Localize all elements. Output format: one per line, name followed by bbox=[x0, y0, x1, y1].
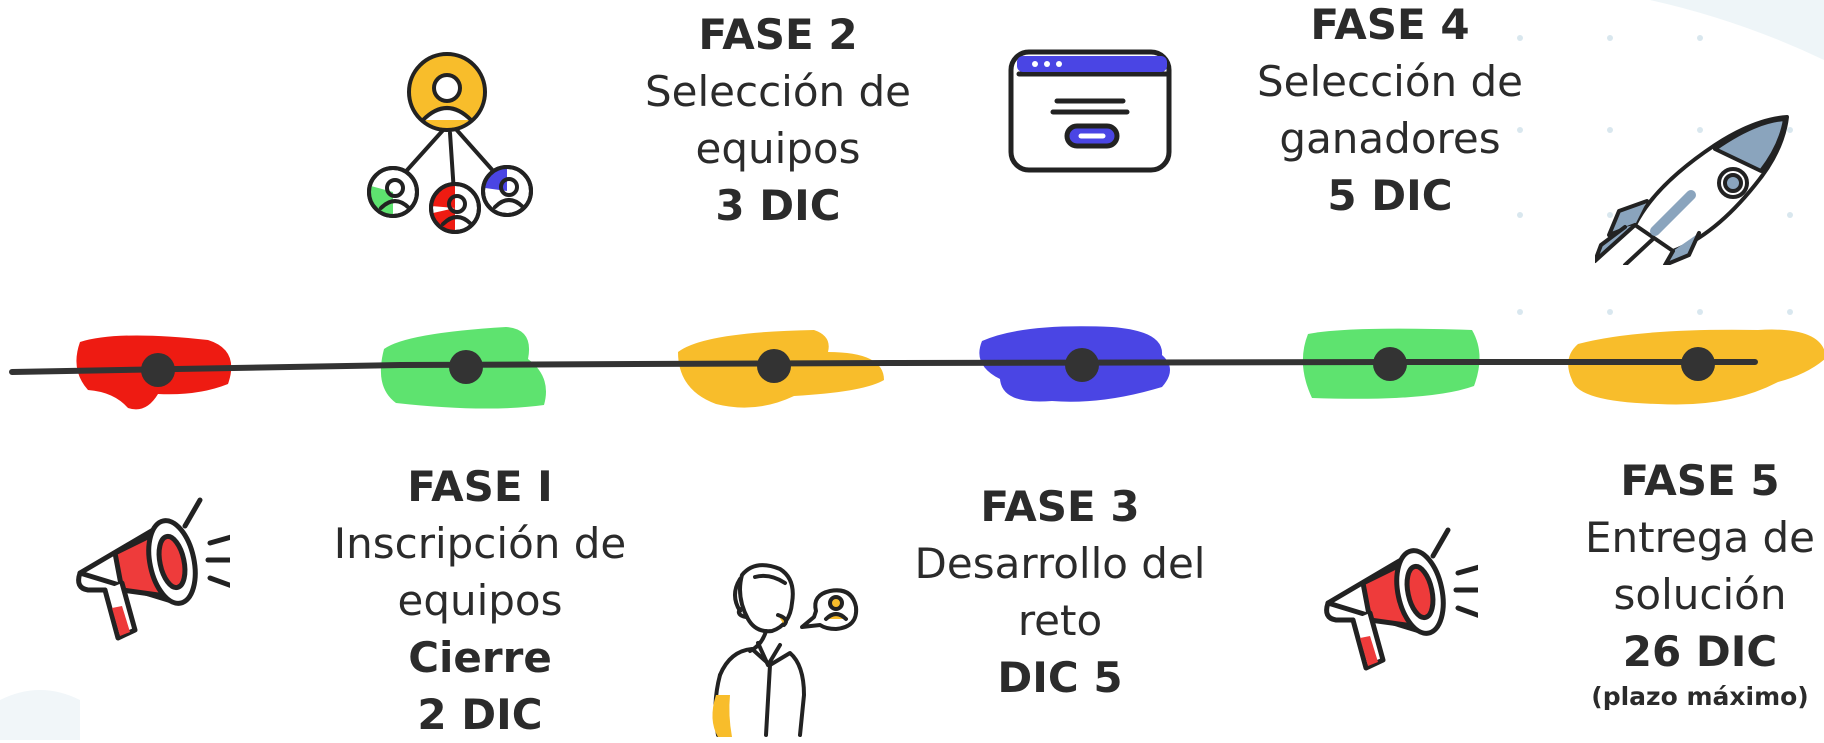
phase-description-line: Selección de bbox=[1256, 57, 1524, 106]
speaking-person-icon bbox=[712, 563, 859, 737]
timeline-marker-dot bbox=[1373, 347, 1407, 381]
phase-date: 5 DIC bbox=[1327, 171, 1453, 220]
phase-title: FASE 4 bbox=[1310, 0, 1470, 49]
phase-description-line: Entrega de bbox=[1584, 513, 1816, 562]
phase-4-label: FASE 4 Selección de ganadores 5 DIC bbox=[1210, 0, 1570, 224]
timeline-marker-dot bbox=[1681, 347, 1715, 381]
phase-date: 3 DIC bbox=[715, 181, 841, 230]
phase-date: DIC 5 bbox=[997, 653, 1123, 702]
browser-window-icon bbox=[1008, 49, 1172, 173]
phase-title: FASE 5 bbox=[1620, 456, 1780, 505]
team-hierarchy-icon bbox=[367, 52, 533, 234]
megaphone-icon bbox=[1324, 527, 1478, 671]
phase-title: FASE I bbox=[407, 462, 553, 511]
phase-note: (plazo máximo) bbox=[1591, 682, 1809, 711]
timeline-line bbox=[9, 359, 1758, 375]
phase-description-line: Inscripción de bbox=[333, 519, 627, 568]
phase-title: FASE 2 bbox=[698, 10, 858, 59]
phase-description-line: reto bbox=[1017, 596, 1103, 645]
phase-description-line: Selección de bbox=[644, 67, 912, 116]
phase-description-line: ganadores bbox=[1279, 114, 1501, 163]
phase-1-label: FASE I Inscripción de equipos Cierre 2 D… bbox=[290, 458, 670, 743]
timeline-marker-dot bbox=[1065, 348, 1099, 382]
timeline-marker-dot bbox=[757, 349, 791, 383]
phase-date: 26 DIC bbox=[1622, 627, 1778, 676]
phase-date-line: Cierre bbox=[408, 633, 552, 682]
phase-description-line: solución bbox=[1613, 570, 1787, 619]
rocket-icon bbox=[1595, 115, 1789, 265]
timeline-marker-dot bbox=[141, 353, 175, 387]
phase-description-line: Desarrollo del bbox=[914, 539, 1206, 588]
phase-description-line: equipos bbox=[695, 124, 861, 173]
phase-2-label: FASE 2 Selección de equipos 3 DIC bbox=[598, 6, 958, 234]
phase-title: FASE 3 bbox=[980, 482, 1140, 531]
phase-date: 2 DIC bbox=[417, 690, 543, 739]
timeline bbox=[9, 326, 1824, 410]
phase-description-line: equipos bbox=[397, 576, 563, 625]
phase-5-label: FASE 5 Entrega de solución 26 DIC (plazo… bbox=[1540, 452, 1824, 714]
timeline-marker-dot bbox=[449, 350, 483, 384]
phase-3-label: FASE 3 Desarrollo del reto DIC 5 bbox=[880, 478, 1240, 706]
megaphone-icon bbox=[76, 497, 230, 641]
